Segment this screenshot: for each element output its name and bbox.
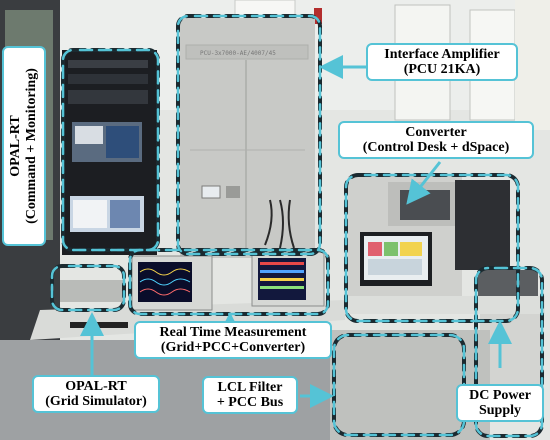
label-dc-power-line1: DC Power	[469, 388, 531, 403]
grid-simulator-device	[60, 280, 125, 302]
label-lcl-filter-line1: LCL Filter	[217, 380, 283, 395]
label-converter-line2: (Control Desk + dSpace)	[362, 140, 510, 155]
label-lcl-filter: LCL Filter + PCC Bus	[202, 376, 298, 414]
label-real-time-measurement-line1: Real Time Measurement	[159, 325, 307, 340]
amplifier-plate-text: PCU-3x7000-AE/4007/45	[200, 50, 276, 57]
label-real-time-measurement: Real Time Measurement (Grid+PCC+Converte…	[134, 321, 332, 359]
label-dc-power-line2: Supply	[478, 403, 522, 418]
label-opal-rt-monitoring: OPAL-RT (Command + Monitoring)	[2, 46, 46, 246]
label-opal-rt-monitoring-line1: OPAL-RT	[8, 115, 23, 177]
label-opal-rt-grid-line1: OPAL-RT	[65, 379, 127, 394]
arrow-converter	[406, 161, 442, 205]
label-opal-rt-grid: OPAL-RT (Grid Simulator)	[32, 375, 160, 413]
label-interface-amplifier-line2: (PCU 21KA)	[403, 62, 481, 77]
label-real-time-measurement-line2: (Grid+PCC+Converter)	[160, 340, 306, 355]
label-converter: Converter (Control Desk + dSpace)	[338, 121, 534, 159]
label-interface-amplifier-line1: Interface Amplifier	[384, 47, 500, 62]
label-lcl-filter-line2: + PCC Bus	[216, 395, 284, 410]
label-interface-amplifier: Interface Amplifier (PCU 21KA)	[366, 43, 518, 81]
label-opal-rt-monitoring-line2: (Command + Monitoring)	[24, 68, 39, 224]
label-dc-power: DC Power Supply	[456, 384, 544, 422]
label-converter-line1: Converter	[405, 125, 467, 140]
label-opal-rt-grid-line2: (Grid Simulator)	[45, 394, 147, 409]
